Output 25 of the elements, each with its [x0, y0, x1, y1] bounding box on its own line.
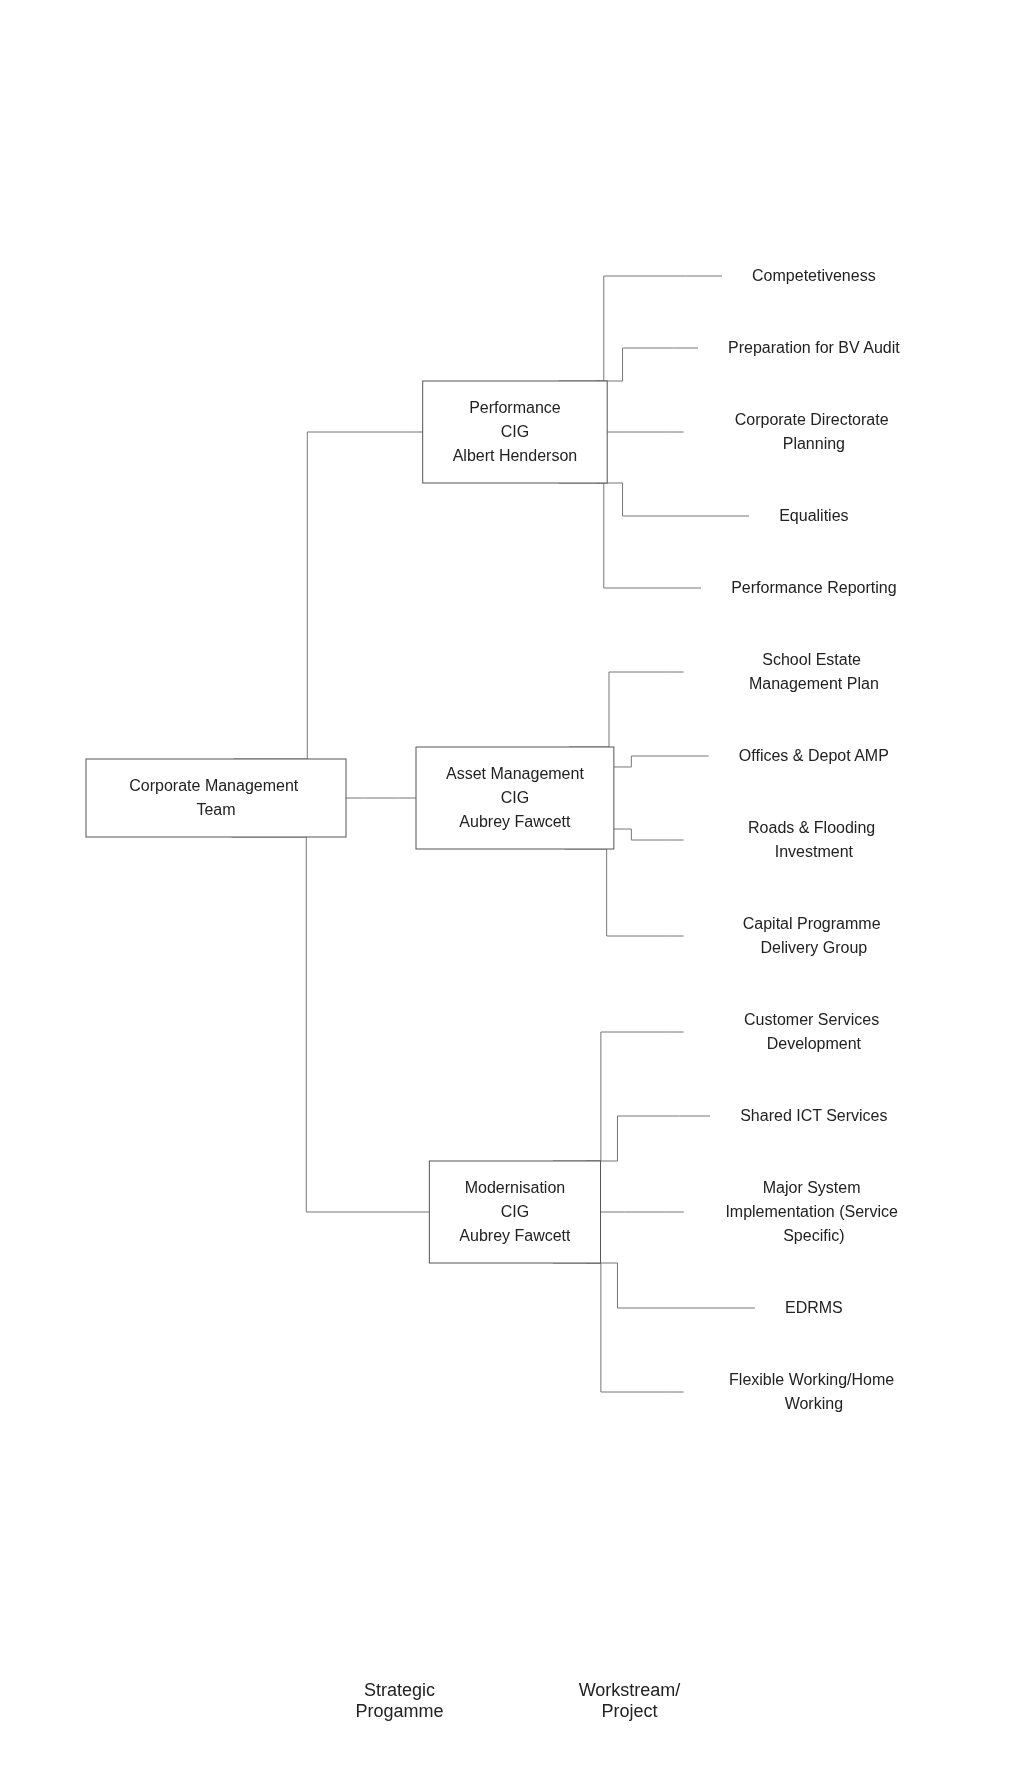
node-text: EDRMS — [784, 1299, 843, 1316]
node-text: Shared ICT Services — [739, 1107, 888, 1124]
column-caption: Strategic Progamme — [354, 1680, 445, 1722]
connector — [612, 755, 709, 768]
connector — [345, 797, 417, 799]
node-box: Corporate Management Team — [85, 758, 347, 838]
node-text: Performance Reporting — [730, 579, 897, 596]
connector — [612, 828, 684, 841]
node-box: Asset Management CIG Aubrey Fawcett — [415, 746, 614, 850]
column-caption: Workstream/ Project — [577, 1680, 682, 1722]
node-text: Capital Programme Delivery Group — [742, 915, 881, 956]
node-text: Major System Implementation (Service Specific) — [724, 1179, 898, 1244]
node-box: Performance CIG Albert Henderson — [421, 380, 608, 484]
node-text: Customer Services Development — [743, 1011, 879, 1052]
connector — [599, 1211, 684, 1213]
node-text: Preparation for BV Audit — [727, 339, 900, 356]
connector — [606, 431, 684, 433]
node-text: School Estate Management Plan — [748, 651, 879, 692]
node-text: Equalities — [778, 507, 849, 524]
node-text: Corporate Directorate Planning — [734, 411, 889, 452]
node-text: Offices & Depot AMP — [738, 747, 889, 764]
node-box: Modernisation CIG Aubrey Fawcett — [428, 1160, 601, 1264]
node-text: Competetiveness — [751, 267, 876, 284]
node-text: Roads & Flooding Investment — [747, 819, 875, 860]
node-text: Flexible Working/Home Working — [728, 1371, 894, 1412]
